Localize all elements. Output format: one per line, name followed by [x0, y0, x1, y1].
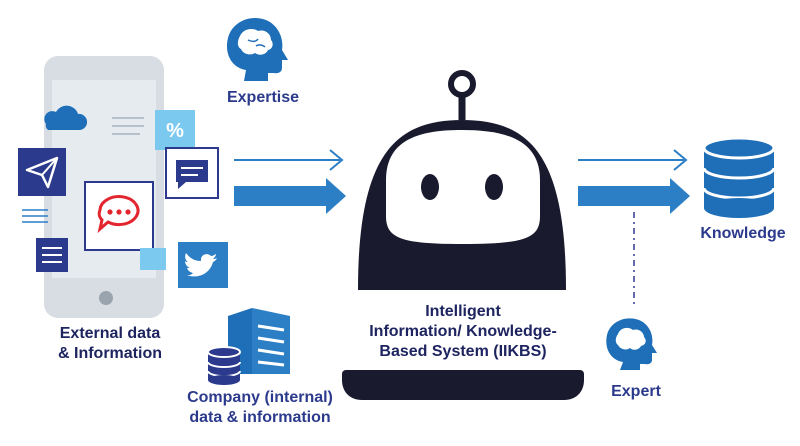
company-data-label-line2: data & information: [189, 409, 331, 426]
paper-plane-icon: [18, 148, 66, 196]
expertise-label: Expertise: [226, 89, 300, 106]
thick-arrow-right: [578, 178, 690, 214]
chat-icon: [165, 147, 219, 199]
cloud-icon: [44, 105, 88, 130]
iikbs-label-line1: Intelligent: [425, 303, 501, 320]
thick-arrow-left: [234, 178, 346, 214]
external-data-label-line2: & Information: [58, 345, 162, 362]
company-data-label-line1: Company (internal): [187, 389, 333, 406]
small-database-icon: [207, 346, 241, 385]
iikbs-label-line2: Information/ Knowledge-: [369, 323, 557, 340]
knowledge-label: Knowledge: [700, 225, 786, 242]
thin-arrow-right: [578, 149, 688, 171]
expert-label: Expert: [611, 383, 661, 400]
head-brain-icon: [226, 18, 288, 81]
external-data-label-line1: External data: [59, 325, 161, 342]
iikbs-label-line3: Based System (IIKBS): [379, 343, 547, 360]
expert-head-icon: [606, 318, 657, 370]
rocketchat-icon: [84, 181, 154, 251]
database-icon: [702, 136, 776, 218]
small-square-icon: [140, 248, 166, 270]
percent-glyph: %: [166, 120, 184, 142]
lines-decor-icon: [22, 209, 48, 223]
robot-icon: [342, 70, 584, 400]
thin-arrow-left: [234, 149, 344, 171]
percent-icon: %: [155, 110, 195, 150]
twitter-icon: [178, 242, 228, 288]
document-icon: [36, 238, 68, 272]
